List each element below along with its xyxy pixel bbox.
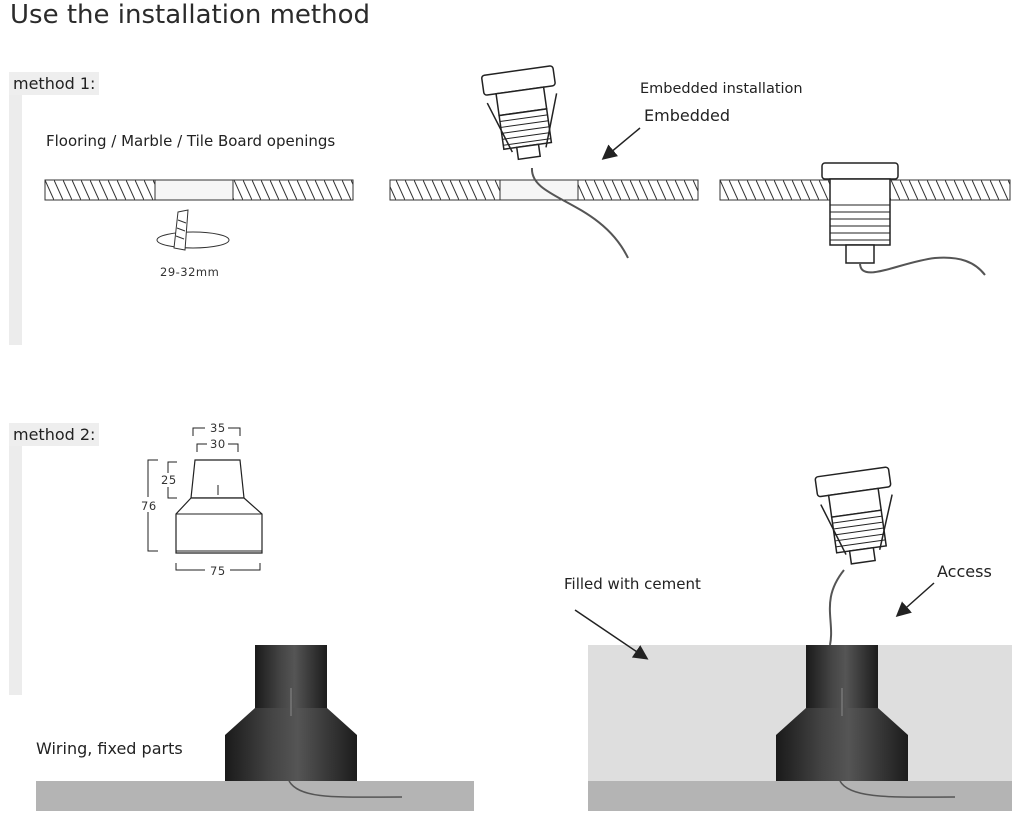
page-title: Use the installation method (10, 0, 371, 30)
dim-height-total: 76 (141, 499, 157, 513)
wiring-caption: Wiring, fixed parts (36, 739, 183, 758)
board-opening-diagram (44, 179, 354, 251)
hole-size-label: 29-32mm (160, 265, 220, 279)
dimension-drawing (147, 427, 263, 571)
method1-label: method 1: (9, 72, 100, 95)
board-installed-diagram (719, 162, 1011, 276)
openings-caption: Flooring / Marble / Tile Board openings (46, 132, 336, 150)
embedded-label: Embedded (644, 106, 731, 125)
method2-side-bar (9, 445, 22, 695)
cement-fill-diagram (574, 466, 1012, 811)
method2-label: method 2: (9, 423, 100, 446)
dim-bottom-width: 75 (210, 564, 226, 578)
board-insertion-diagram (389, 65, 699, 259)
dim-top-inner: 30 (210, 437, 226, 451)
method1-side-bar (9, 95, 22, 345)
cement-caption: Filled with cement (564, 575, 701, 593)
embedded-installation-label: Embedded installation (640, 81, 803, 97)
dim-top-outer: 35 (210, 421, 226, 435)
fixture-on-base-diagram (36, 645, 474, 811)
access-caption: Access (937, 562, 992, 581)
dim-height-top: 25 (161, 473, 177, 487)
